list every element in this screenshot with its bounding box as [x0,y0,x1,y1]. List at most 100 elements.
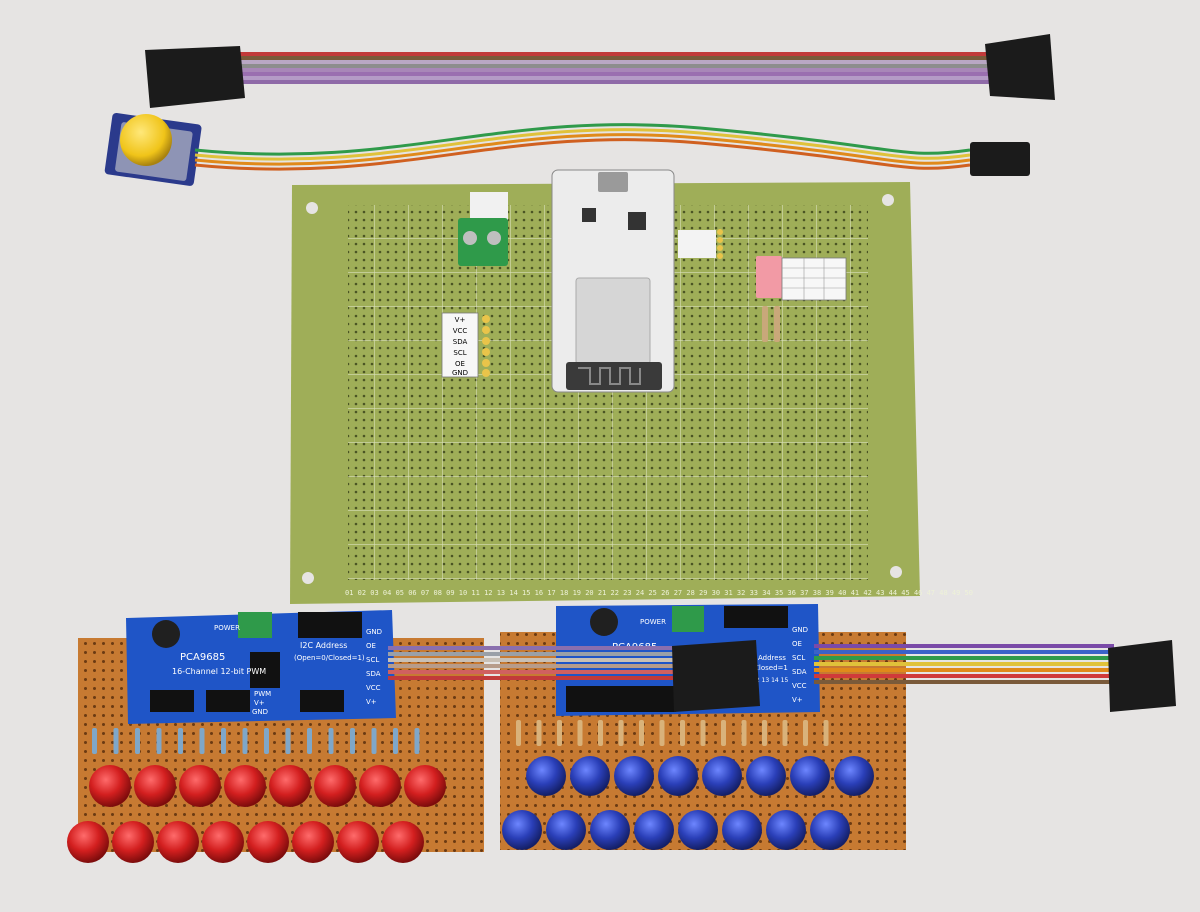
pca-left-pin-label: SDA [366,670,381,678]
resistor-icon [782,720,788,746]
push-button-module [104,112,1030,186]
pca-right-pin-label: OE [792,640,802,648]
resistor-icon [762,720,767,746]
button-cable-connector [970,142,1030,176]
led-icon [202,821,244,863]
resistor-row-left [92,728,420,754]
resistors-pair [762,306,780,342]
pca-right-col-labels: 12 13 14 15 [752,677,788,684]
red-led-array [67,765,446,863]
blue-led-array [502,756,874,850]
resistor-icon [135,728,140,754]
led-icon [634,810,674,850]
usb-port-icon [598,172,628,192]
resistor-icon [113,728,119,754]
resistor-icon [178,728,183,754]
pca-left-pwm-label: PWM [254,690,271,698]
led-icon [658,756,698,796]
resistor-icon [92,728,97,754]
connector-housing-right [985,34,1055,100]
resistor-icon [577,720,583,746]
pca-left-power-label: POWER [214,624,240,632]
pca-left-vplus-label: V+ [254,699,265,707]
led-icon [746,756,786,796]
led-icon [179,765,221,807]
resistor-icon [328,728,334,754]
resistor-icon [350,728,355,754]
led-icon [292,821,334,863]
ribbon-cable-top [145,34,1055,108]
led-icon [89,765,131,807]
resistor-icon [221,728,226,754]
dip-switch [756,256,847,301]
label-sticker [678,230,716,258]
header-label: V+ [455,316,466,324]
pca-right-power-label: POWER [640,618,666,626]
terminal-block [458,192,508,266]
led-icon [614,756,654,796]
pca-left-pin-label: OE [366,642,376,650]
header-label: SDA [453,338,468,346]
resistor-row-right [516,720,829,746]
resistor-icon [516,720,521,746]
led-icon [790,756,830,796]
push-button-icon [120,114,172,166]
resistor-icon [199,728,205,754]
pca-right-pin-label: V+ [792,696,803,704]
led-icon [502,810,542,850]
resistor-icon [680,720,685,746]
resistor-icon [741,720,747,746]
pca-left-pin-label: VCC [366,684,381,692]
pca-right-i2c-sub: Closed=1 [754,664,788,672]
led-icon [766,810,806,850]
resistor-icon [598,720,603,746]
pca-right-pin-label: GND [792,626,808,634]
ribbon-splice-wrap [672,640,760,712]
perfboard-column-numbers: 01 02 03 04 05 06 07 08 09 10 11 12 13 1… [345,589,973,597]
led-icon [834,756,874,796]
led-icon [269,765,311,807]
led-icon [134,765,176,807]
pca-left-pin-label: SCL [366,656,379,664]
led-icon [224,765,266,807]
led-icon [810,810,850,850]
ribbon-connector-right [1108,640,1176,712]
led-icon [314,765,356,807]
led-icon [570,756,610,796]
pca-right-i2c-label: Address [758,654,786,662]
led-icon [526,756,566,796]
resistor-icon [371,728,377,754]
led-icon [112,821,154,863]
led-icon [678,810,718,850]
pca-right-pin-label: VCC [792,682,807,690]
resistor-icon [264,728,269,754]
resistor-icon [242,728,248,754]
led-icon [157,821,199,863]
resistor-icon [557,720,562,746]
resistor-icon [803,720,808,746]
resistor-icon [156,728,162,754]
resistor-icon [414,728,420,754]
connector-housing-left [145,46,245,108]
pca9685-board-left: PCA9685 16-Channel 12-bit PWM POWER I2C … [126,610,396,724]
header-label: OE [455,360,465,368]
resistor-icon [285,728,291,754]
header-label: SCL [453,349,466,357]
led-icon [404,765,446,807]
led-icon [337,821,379,863]
pca-left-chip-label: PCA9685 [180,652,225,663]
pca-left-pin-label: V+ [366,698,377,706]
esp32-module [551,169,675,393]
resistor-icon [721,720,726,746]
pca-right-pin-label: SDA [792,668,807,676]
pca-left-pin-label: GND [366,628,382,636]
resistor-icon [639,720,644,746]
pca-left-i2c-label: I2C Address [300,641,347,650]
resistor-icon [618,720,624,746]
pca-left-gnd-label: GND [252,708,268,716]
led-icon [247,821,289,863]
pca-left-i2c-sub: (Open=0/Closed=1) [294,654,365,662]
resistor-icon [823,720,829,746]
resistor-icon [393,728,398,754]
